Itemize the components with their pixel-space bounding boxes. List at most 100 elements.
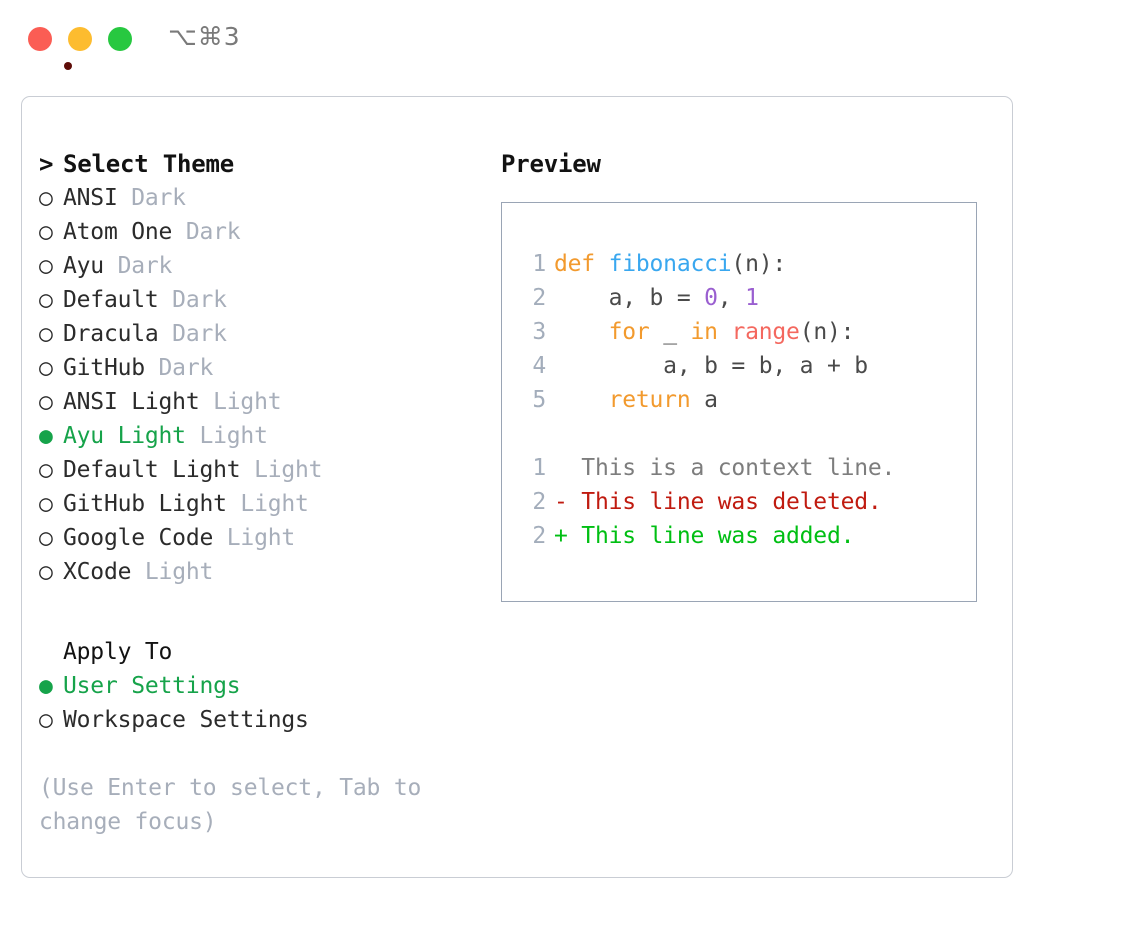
- theme-option-tag: Light: [240, 457, 323, 483]
- code-token: for: [608, 319, 650, 345]
- line-number: 1: [532, 251, 546, 277]
- line-number: 3: [532, 319, 546, 345]
- code-token: in: [690, 319, 718, 345]
- code-token: def: [554, 251, 609, 277]
- maximize-button[interactable]: [108, 27, 132, 51]
- theme-option-tag: Dark: [158, 321, 227, 347]
- theme-option-ansi[interactable]: ○ ANSI Dark: [39, 181, 499, 215]
- theme-option-label: Default Light: [63, 457, 241, 483]
- radio-unselected-icon: ○: [39, 707, 53, 733]
- theme-option-default[interactable]: ○ Default Dark: [39, 283, 499, 317]
- theme-option-ayu-light[interactable]: ● Ayu Light Light: [39, 419, 499, 453]
- keyboard-shortcut-label: ⌥⌘3: [168, 22, 241, 51]
- diff-text: This is a context line.: [581, 455, 896, 481]
- code-line: 2 a, b = 0, 1: [520, 281, 976, 315]
- theme-picker-card: >Select Theme ○ANSI Dark○Atom One Dark○A…: [21, 96, 1013, 878]
- code-token: (n):: [799, 319, 855, 345]
- diff-text: This line was added.: [581, 523, 855, 549]
- line-number: 2: [532, 489, 546, 515]
- theme-option-ansi-light[interactable]: ○ ANSI Light Light: [39, 385, 499, 419]
- apply-to-header: Apply To: [39, 635, 499, 669]
- line-number: 4: [532, 353, 546, 379]
- apply-to-option-workspace-settings[interactable]: ○Workspace Settings: [39, 703, 499, 737]
- theme-option-label: Dracula: [63, 321, 159, 347]
- theme-option-label: Google Code: [63, 525, 214, 551]
- theme-list-column: >Select Theme ○ANSI Dark○Atom One Dark○A…: [39, 147, 499, 839]
- theme-option-github[interactable]: ○GitHub Dark: [39, 351, 499, 385]
- close-button[interactable]: [28, 27, 72, 70]
- theme-option-github-light[interactable]: ○GitHub Light Light: [39, 487, 499, 521]
- minimize-button[interactable]: [68, 27, 92, 51]
- hint-spacer: [39, 737, 499, 771]
- theme-option-tag: Light: [213, 525, 296, 551]
- preview-title: Preview: [501, 150, 601, 178]
- radio-unselected-icon: ○: [39, 185, 53, 211]
- theme-option-tag: Light: [185, 423, 268, 449]
- code-token: a, b = b, a + b: [554, 353, 868, 379]
- caret-icon: >: [39, 150, 54, 178]
- code-token: [718, 319, 732, 345]
- radio-unselected-icon: ○: [39, 321, 53, 347]
- line-number: 2: [532, 285, 546, 311]
- apply-to-option-user-settings[interactable]: ●User Settings: [39, 669, 499, 703]
- theme-option-dracula[interactable]: ○ Dracula Dark: [39, 317, 499, 351]
- title-bar: ⌥⌘3: [0, 0, 1140, 78]
- theme-option-tag: Dark: [117, 185, 186, 211]
- theme-option-default-light[interactable]: ○Default Light Light: [39, 453, 499, 487]
- theme-option-label: ANSI: [63, 185, 118, 211]
- theme-option-ayu[interactable]: ○Ayu Dark: [39, 249, 499, 283]
- diff-marker: [554, 455, 581, 481]
- diff-marker: -: [554, 489, 582, 515]
- diff-sample: 1 This is a context line.2- This line wa…: [520, 451, 976, 553]
- diff-line-del: 2- This line was deleted.: [520, 485, 976, 519]
- theme-option-label: Ayu: [63, 253, 104, 279]
- radio-unselected-icon: ○: [39, 389, 53, 415]
- theme-option-xcode[interactable]: ○XCode Light: [39, 555, 499, 589]
- theme-option-label: Ayu Light: [63, 423, 186, 449]
- code-line: 1 def fibonacci(n):: [520, 247, 976, 281]
- theme-option-atom-one[interactable]: ○ Atom One Dark: [39, 215, 499, 249]
- theme-option-tag: Light: [131, 559, 214, 585]
- diff-line-add: 2+ This line was added.: [520, 519, 976, 553]
- radio-selected-icon: ●: [39, 423, 53, 449]
- radio-selected-icon: ●: [39, 673, 53, 699]
- code-token: 1: [745, 285, 759, 311]
- diff-line-ctx: 1 This is a context line.: [520, 451, 976, 485]
- theme-options-list: ○ANSI Dark○Atom One Dark○Ayu Dark○Defaul…: [39, 181, 499, 589]
- line-number: 1: [532, 455, 546, 481]
- code-token: 0: [704, 285, 718, 311]
- theme-option-tag: Light: [199, 389, 282, 415]
- code-token: return: [608, 387, 691, 413]
- theme-option-tag: Dark: [158, 287, 227, 313]
- code-token: fibonacci: [608, 251, 732, 277]
- radio-unselected-icon: ○: [39, 355, 53, 381]
- theme-option-google-code[interactable]: ○Google Code Light: [39, 521, 499, 555]
- code-token: a, b =: [554, 285, 705, 311]
- apply-to-options-list: ●User Settings○Workspace Settings: [39, 669, 499, 737]
- code-line: 3 for _ in range(n):: [520, 315, 976, 349]
- theme-option-tag: Dark: [172, 219, 241, 245]
- code-token: [554, 387, 609, 413]
- theme-option-label: Atom One: [63, 219, 173, 245]
- theme-option-label: ANSI Light: [63, 389, 200, 415]
- radio-unselected-icon: ○: [39, 219, 53, 245]
- code-token: (n):: [731, 251, 787, 277]
- theme-option-label: XCode: [63, 559, 132, 585]
- recording-indicator-icon: [64, 62, 72, 70]
- line-number: 2: [532, 523, 546, 549]
- radio-unselected-icon: ○: [39, 287, 53, 313]
- code-token: _: [649, 319, 691, 345]
- code-token: [554, 319, 609, 345]
- select-theme-header: > Select Theme: [39, 147, 499, 181]
- theme-option-label: GitHub: [63, 355, 145, 381]
- theme-option-label: Default: [63, 287, 159, 313]
- select-theme-label: Select Theme: [63, 150, 234, 178]
- code-token: a: [690, 387, 718, 413]
- theme-option-tag: Dark: [103, 253, 173, 279]
- apply-to-label: Apply To: [63, 639, 173, 665]
- radio-unselected-icon: ○: [39, 491, 53, 517]
